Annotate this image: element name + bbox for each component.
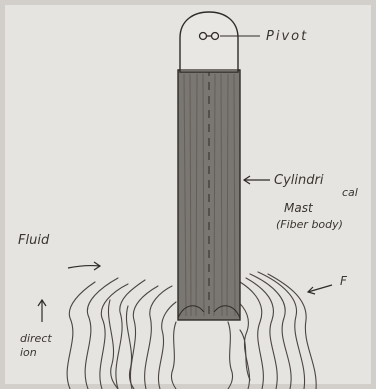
mast-label-line3: (Fiber body) bbox=[276, 218, 343, 231]
direction-label-line2: ion bbox=[20, 346, 37, 359]
mast-label-line1-suffix: cal bbox=[342, 186, 358, 199]
fluid-label: Fluid bbox=[18, 233, 50, 248]
mast-label-line2: Mast bbox=[284, 201, 314, 215]
mast-top-cap bbox=[180, 12, 238, 72]
pivot-label: Pivot bbox=[266, 29, 308, 44]
mast-label-line1: Cylindri bbox=[274, 173, 324, 188]
force-label: F bbox=[340, 274, 348, 288]
direction-label-line1: direct bbox=[20, 332, 52, 345]
